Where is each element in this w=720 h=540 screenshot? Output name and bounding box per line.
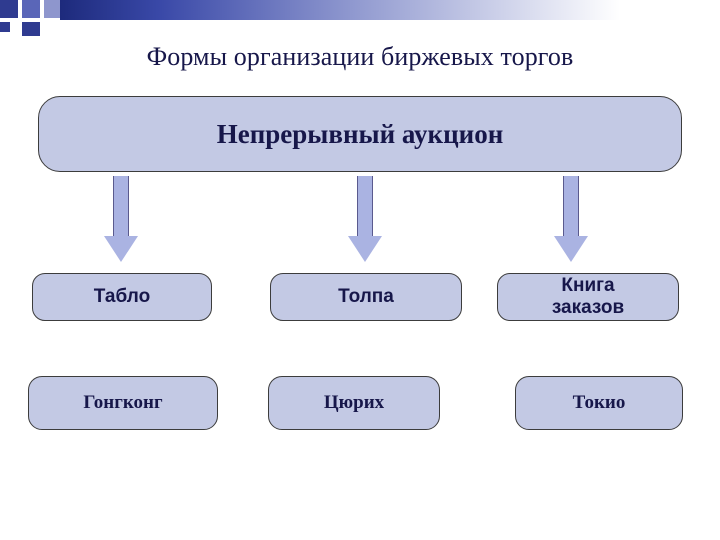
down-arrow-icon: [104, 176, 138, 268]
page-title: Формы организации биржевых торгов: [146, 42, 574, 71]
middle-box-label: Табло: [93, 286, 151, 307]
arrow-shaft: [563, 176, 579, 238]
bottom-box-hongkong: Гонгконг: [28, 376, 218, 430]
bottom-box-zurich: Цюрих: [268, 376, 440, 430]
deco-gradient-bar: [60, 0, 620, 20]
middle-box-kniga-zakazov: Книга заказов: [497, 273, 679, 321]
middle-box-label: Толпа: [338, 286, 394, 307]
main-box-label: Непрерывный аукцион: [216, 118, 504, 149]
arrow-head: [554, 236, 588, 262]
deco-square-4: [0, 22, 10, 32]
bottom-box-tokyo: Токио: [515, 376, 683, 430]
decorative-corner-blocks: [0, 0, 300, 40]
arrow-head: [104, 236, 138, 262]
middle-box-tolpa: Толпа: [270, 273, 462, 321]
down-arrow-icon: [554, 176, 588, 268]
bottom-box-label: Токио: [572, 392, 626, 413]
bottom-box-label: Гонгконг: [83, 392, 163, 413]
arrow-shaft: [113, 176, 129, 238]
main-box-continuous-auction: Непрерывный аукцион: [38, 96, 682, 172]
deco-square-1: [0, 0, 18, 18]
deco-square-2: [22, 0, 40, 18]
middle-box-tablo: Табло: [32, 273, 212, 321]
down-arrow-icon: [348, 176, 382, 268]
bottom-box-label: Цюрих: [323, 392, 385, 413]
deco-square-3: [44, 0, 60, 18]
arrow-shaft: [357, 176, 373, 238]
arrow-head: [348, 236, 382, 262]
deco-square-5: [22, 22, 40, 36]
middle-box-label: Книга заказов: [551, 275, 625, 318]
